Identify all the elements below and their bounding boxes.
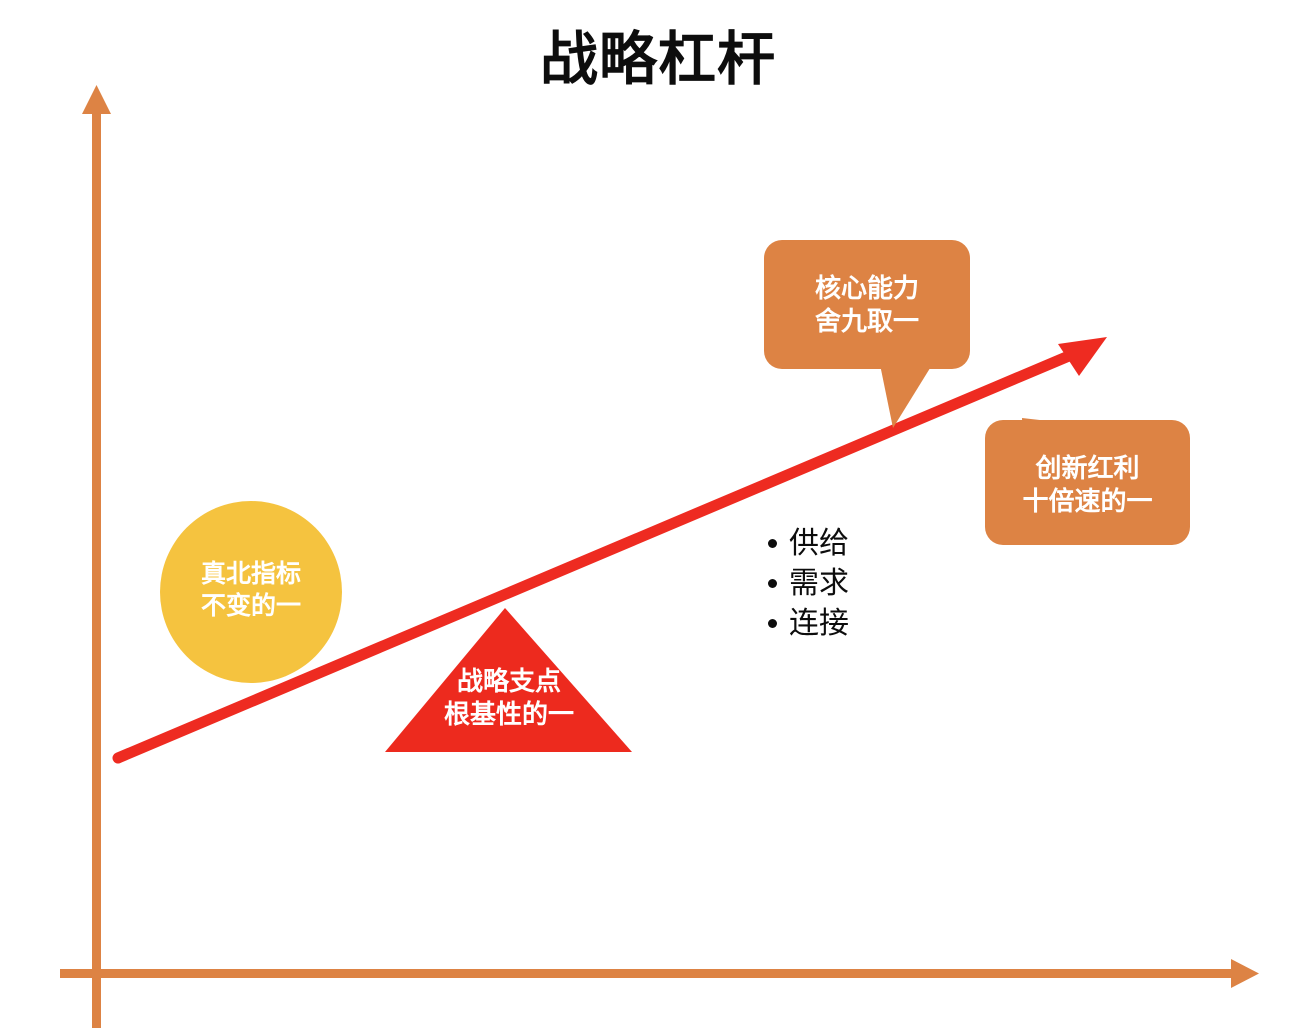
callout-core-capability[interactable]: [764, 240, 970, 428]
bullet-dot-icon: [768, 619, 777, 629]
callout-innovation-dividend[interactable]: [985, 418, 1190, 545]
list-item: 连接: [768, 604, 849, 644]
fulcrum-triangle[interactable]: [385, 608, 632, 752]
list-item: 供给: [768, 524, 849, 564]
callout-innovation-dividend-body: [985, 420, 1190, 545]
vertical-axis-line: [92, 105, 101, 1028]
horizontal-axis-arrowhead: [1231, 959, 1259, 988]
page-title: 战略杠杆: [539, 27, 776, 92]
vertical-axis-arrowhead: [82, 85, 111, 114]
list-item-label: 连接: [789, 606, 849, 640]
horizontal-axis-line: [60, 969, 1240, 978]
true-north-circle[interactable]: [160, 501, 342, 683]
bullet-dot-icon: [768, 539, 777, 549]
axis-group: [60, 85, 1259, 1028]
list-item-label: 需求: [789, 566, 849, 600]
bullet-dot-icon: [768, 579, 777, 589]
list-item-label: 供给: [789, 527, 849, 560]
lever-arrow[interactable]: [112, 337, 1107, 764]
supply-demand-connection-list: 供给 需求 连接: [768, 524, 849, 644]
callout-core-capability-body: [764, 240, 970, 369]
list-item: 需求: [768, 564, 849, 604]
